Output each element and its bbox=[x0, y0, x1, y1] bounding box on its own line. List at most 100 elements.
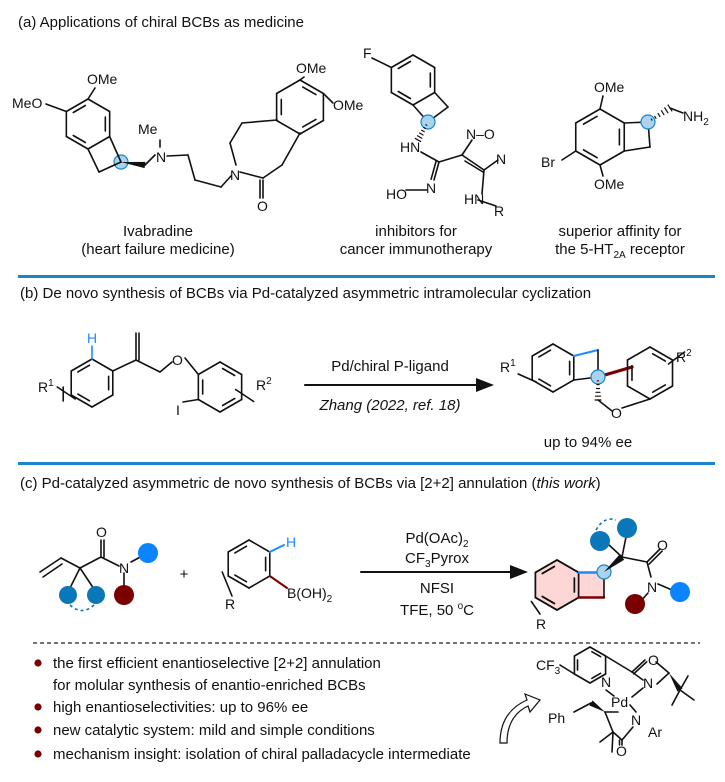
atom-label: N bbox=[426, 180, 436, 196]
bond bbox=[599, 108, 626, 124]
atom-label: R bbox=[494, 203, 504, 219]
bond bbox=[433, 161, 440, 181]
bond bbox=[605, 689, 615, 697]
bond bbox=[607, 543, 623, 558]
condition-catalyst: Pd(OAc)2 bbox=[405, 530, 469, 550]
bond bbox=[655, 661, 670, 674]
atom-label: B(OH)2 bbox=[287, 585, 333, 605]
atom-label: O bbox=[616, 743, 627, 759]
panel-a-title: (a) Applications of chiral BCBs as medic… bbox=[18, 14, 304, 31]
bond bbox=[651, 352, 667, 362]
bond bbox=[433, 91, 449, 108]
bond bbox=[591, 672, 602, 680]
bond bbox=[430, 160, 437, 180]
bond bbox=[412, 54, 436, 69]
condition-oxidant: NFSI bbox=[420, 580, 454, 597]
bond bbox=[461, 154, 485, 171]
bond bbox=[631, 659, 646, 673]
inhibitor-caption-1: inhibitors for bbox=[375, 223, 457, 240]
atom-label: N bbox=[601, 674, 611, 690]
bond bbox=[187, 154, 196, 181]
bond bbox=[65, 98, 89, 113]
bullet-icon bbox=[34, 726, 42, 734]
panel-b-title: (b) De novo synthesis of BCBs via Pd-cat… bbox=[20, 285, 591, 302]
ring-closure-dash bbox=[69, 604, 95, 612]
bond bbox=[221, 367, 236, 377]
bond bbox=[538, 349, 552, 358]
bond bbox=[248, 539, 271, 553]
bond bbox=[611, 731, 614, 753]
bond bbox=[538, 378, 552, 387]
atom-label: R2 bbox=[256, 376, 272, 393]
reagent-label: Pd/chiral P-ligand bbox=[331, 358, 449, 375]
bond bbox=[220, 175, 232, 188]
bond bbox=[42, 563, 63, 578]
bond bbox=[621, 398, 651, 409]
bond bbox=[412, 91, 436, 106]
ht2a-caption-2: the 5-HT2A receptor bbox=[555, 241, 685, 261]
atom-label: F bbox=[363, 45, 372, 61]
atom-label: H bbox=[286, 534, 296, 550]
bond bbox=[281, 132, 301, 166]
bond bbox=[275, 79, 301, 95]
stereocenter-highlight bbox=[640, 114, 656, 130]
bond bbox=[262, 164, 283, 179]
bond bbox=[541, 565, 556, 575]
atom-label: Br bbox=[541, 154, 555, 170]
arylboronic-acid: H B(OH)2 R bbox=[225, 534, 333, 612]
bond bbox=[91, 394, 114, 408]
bond bbox=[626, 385, 651, 400]
bond bbox=[70, 394, 93, 408]
atom-label: R2 bbox=[676, 348, 692, 365]
bullet-icon bbox=[34, 703, 42, 711]
plus-sign: + bbox=[180, 566, 189, 583]
ht2a-structure: OMe OMe Br NH2 bbox=[541, 79, 709, 192]
bond bbox=[194, 179, 222, 188]
bond bbox=[671, 689, 681, 706]
bond bbox=[461, 139, 473, 156]
bond bbox=[70, 358, 93, 372]
bond bbox=[649, 385, 674, 400]
hollow-arrow-icon bbox=[499, 692, 541, 744]
bond bbox=[184, 357, 200, 376]
atom-label: N bbox=[156, 149, 166, 165]
atom-label: H bbox=[87, 330, 97, 346]
bond bbox=[166, 154, 189, 157]
atom-label: O bbox=[172, 352, 183, 368]
bond bbox=[612, 731, 623, 741]
reference-label: Zhang (2022, ref. 18) bbox=[319, 397, 461, 414]
bond bbox=[649, 346, 674, 361]
panel-b-substrate: H R1 O I R2 bbox=[38, 330, 272, 418]
bond bbox=[679, 675, 689, 691]
bond bbox=[77, 364, 91, 373]
atom-label: O bbox=[611, 405, 622, 421]
bond bbox=[604, 711, 614, 733]
atom-label: OMe bbox=[594, 79, 625, 95]
bullet-text: mechanism insight: isolation of chiral p… bbox=[53, 746, 471, 763]
bond bbox=[234, 545, 248, 554]
bond bbox=[268, 575, 288, 589]
bond bbox=[72, 134, 87, 144]
bond bbox=[648, 550, 663, 565]
ee-result: up to 94% ee bbox=[544, 434, 632, 451]
bond bbox=[159, 361, 173, 373]
substituent-dot bbox=[670, 582, 690, 602]
atom-label: R bbox=[536, 616, 546, 632]
bond bbox=[111, 359, 137, 372]
bond bbox=[477, 199, 497, 207]
atom-label: N bbox=[230, 167, 240, 183]
bond bbox=[632, 661, 648, 675]
substituent-dot bbox=[138, 543, 158, 563]
bond bbox=[418, 132, 424, 136]
bond bbox=[421, 129, 425, 133]
ivabradine-caption: (heart failure medicine) bbox=[81, 241, 234, 258]
atom-label: N bbox=[496, 151, 506, 167]
bond bbox=[629, 704, 637, 713]
ivabradine-structure: OMe MeO Me N N O OMe OMe bbox=[12, 60, 364, 214]
bond bbox=[646, 548, 661, 563]
bond bbox=[390, 54, 414, 69]
bond bbox=[589, 673, 607, 684]
bond bbox=[621, 556, 648, 563]
bond bbox=[559, 664, 576, 675]
bond bbox=[414, 137, 422, 143]
